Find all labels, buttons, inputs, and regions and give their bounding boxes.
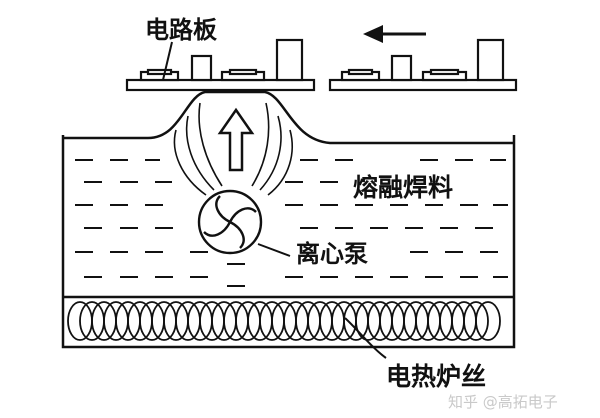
label-heating-wire: 电热炉丝 bbox=[386, 362, 486, 391]
circuit-board-left bbox=[125, 38, 316, 92]
centrifugal-pump-icon bbox=[197, 189, 263, 255]
watermark: 知乎 @高拓电子 bbox=[448, 393, 558, 411]
label-circuit-board: 电路板 bbox=[145, 16, 218, 44]
circuit-board-right bbox=[328, 38, 518, 92]
coil-loop bbox=[463, 301, 489, 341]
label-molten-solder: 熔融焊料 bbox=[353, 173, 453, 202]
label-centrifugal-pump: 离心泵 bbox=[296, 240, 368, 268]
solder-tank bbox=[61, 90, 516, 349]
solder-flow-lines bbox=[173, 102, 293, 196]
molten-solder-dashes bbox=[75, 159, 508, 287]
direction-arrow bbox=[363, 25, 426, 43]
heating-coil bbox=[67, 301, 501, 341]
coil-loop bbox=[475, 301, 501, 341]
leader-lines bbox=[162, 41, 387, 359]
upward-flow-arrow bbox=[217, 107, 255, 172]
